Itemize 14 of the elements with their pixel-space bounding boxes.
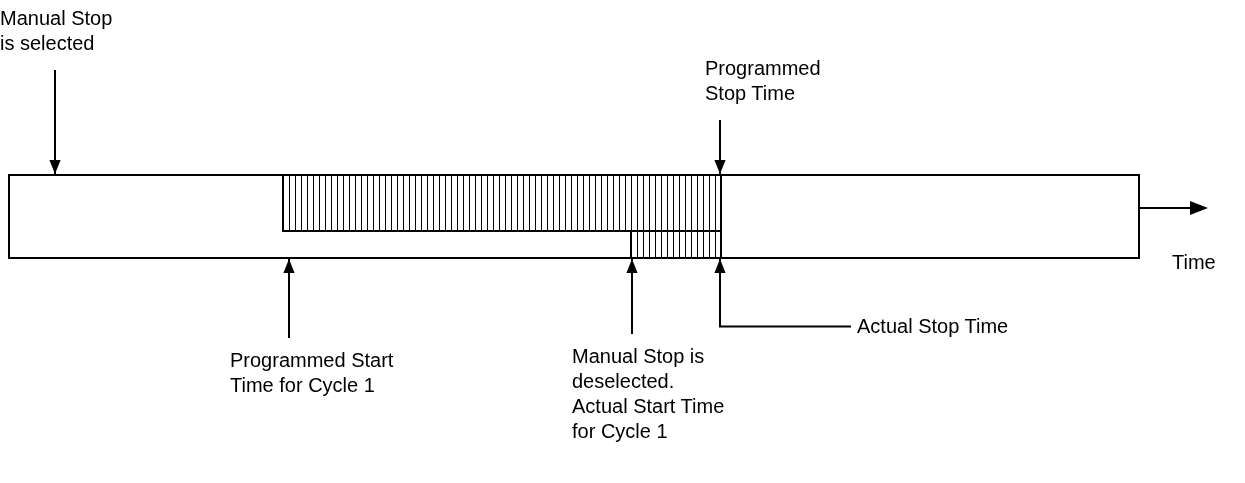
- annotation-text: Programmed Start Time for Cycle 1: [230, 348, 415, 398]
- arrow: [283, 258, 295, 339]
- axis-label: Time: [1172, 250, 1216, 275]
- arrow: [626, 258, 638, 335]
- hatched-bar: [630, 230, 722, 259]
- hatched-bar: [282, 174, 722, 232]
- annotation-text: Manual Stop is selected: [0, 6, 130, 56]
- arrow: [714, 258, 852, 328]
- annotation-text: Manual Stop is deselected. Actual Start Time for Cycle 1: [572, 344, 730, 444]
- annotation-text: Programmed Stop Time: [705, 56, 835, 106]
- arrow: [49, 69, 61, 175]
- timeline-bar: [8, 174, 1140, 259]
- annotation-text: Actual Stop Time: [857, 314, 1057, 339]
- arrow: [714, 119, 726, 175]
